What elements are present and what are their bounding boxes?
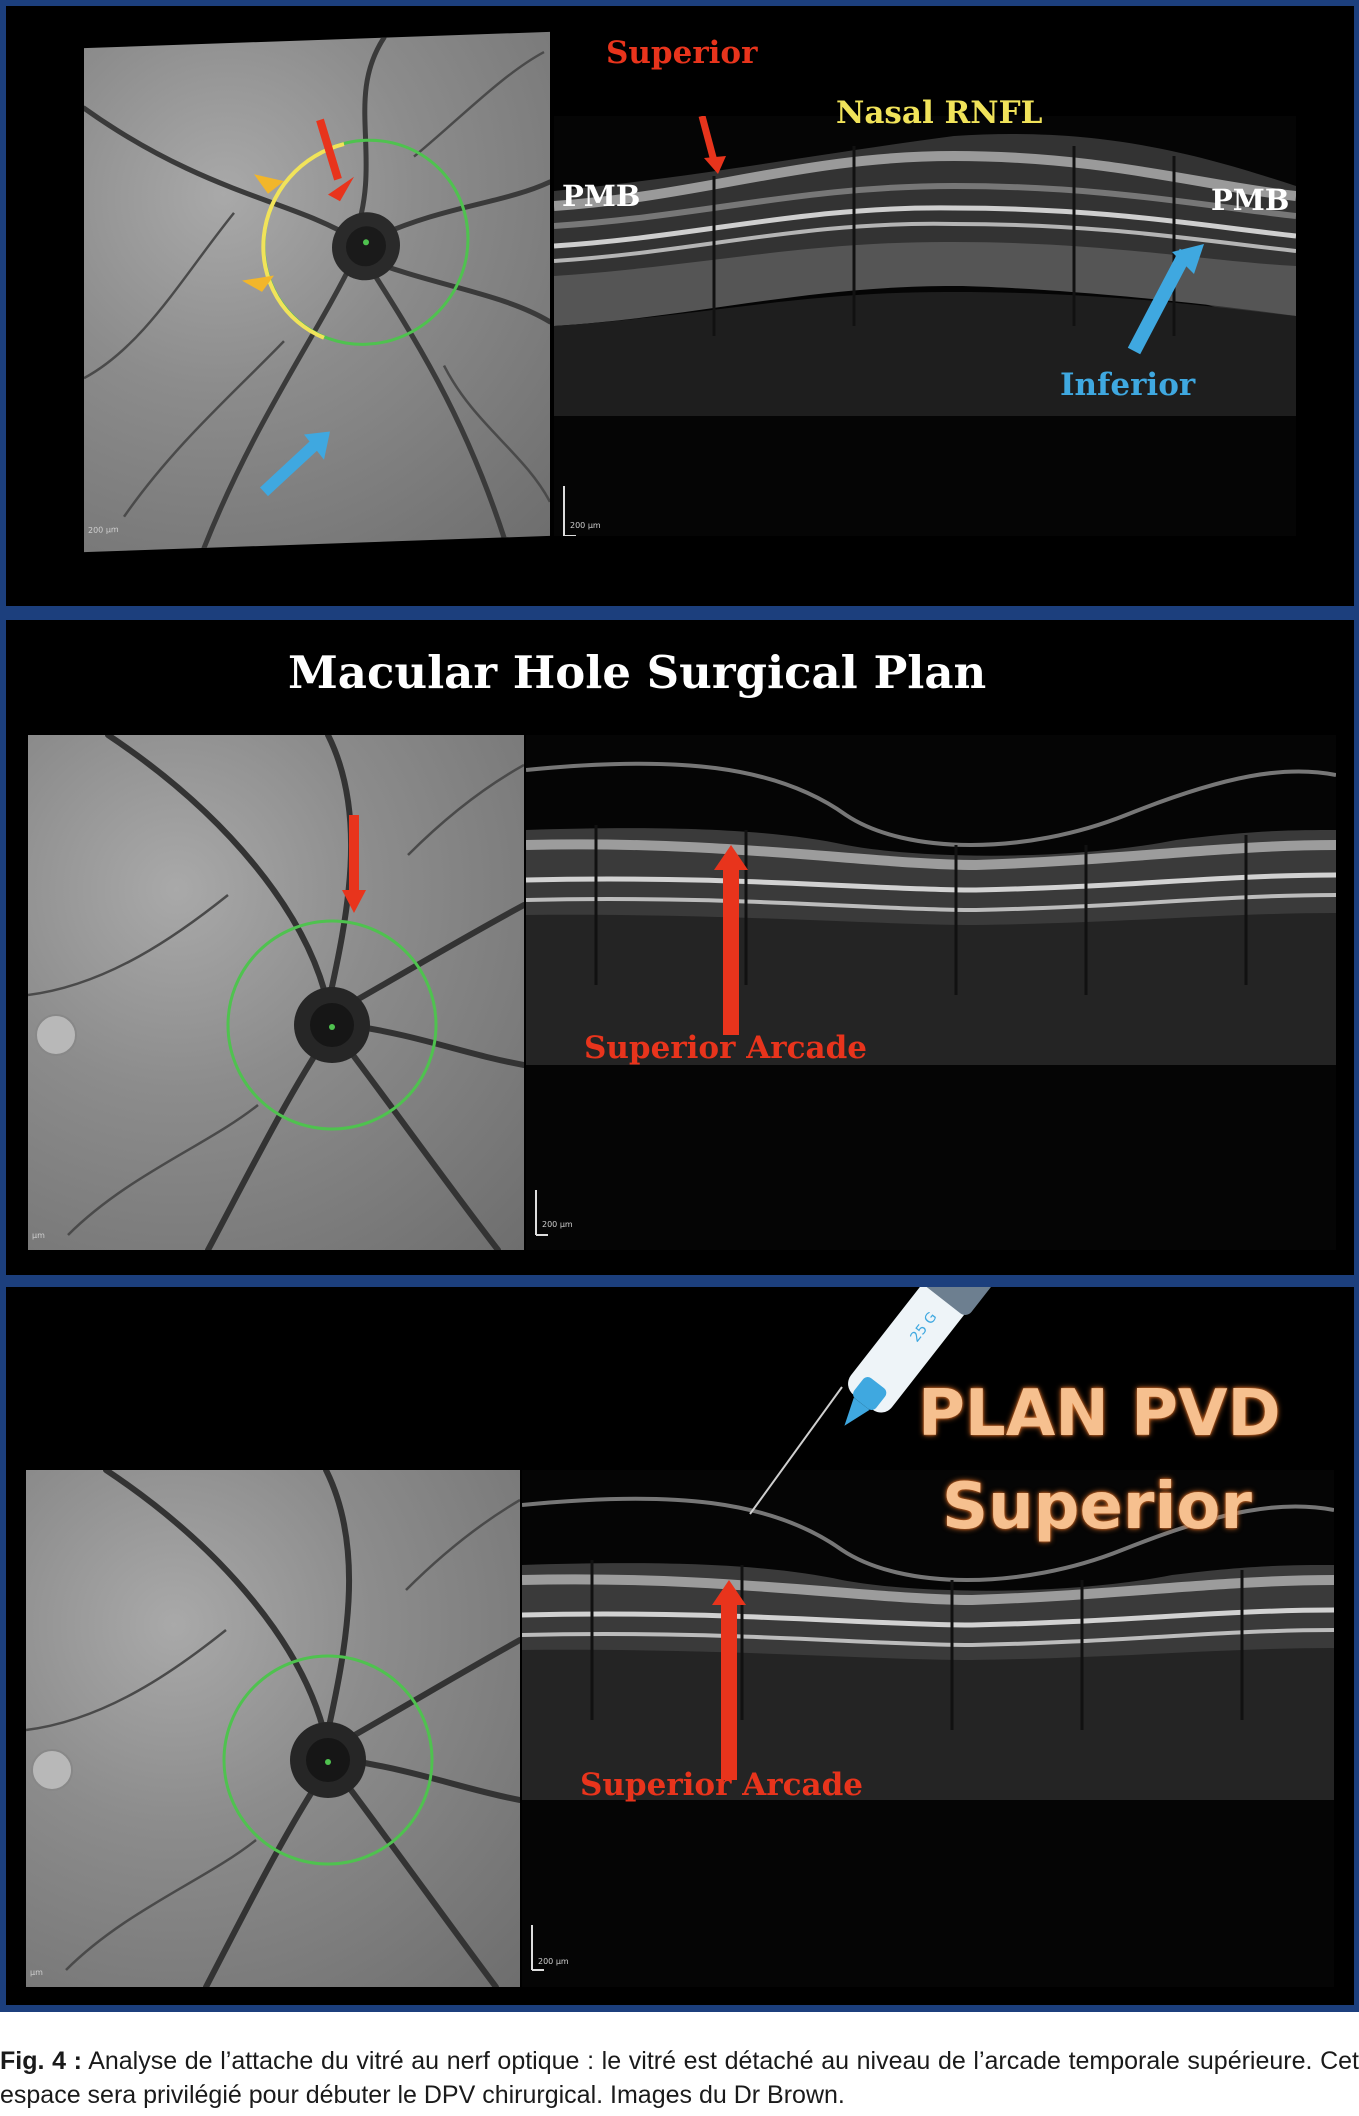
scale-bar-fundus: µm [30, 1968, 43, 1977]
red-arrow-icon [316, 118, 342, 181]
fundus-vessels [28, 735, 524, 1250]
figure-frame: 200 µm [0, 0, 1359, 2012]
scale-bar-oct: 200 µm [542, 1220, 573, 1229]
panel-title: Macular Hole Surgical Plan [288, 646, 987, 699]
plan-pvd-title: PLAN PVD [918, 1377, 1281, 1451]
scale-bar-fundus: 200 µm [88, 524, 119, 535]
oct-scan-1: 200 µm [554, 116, 1296, 536]
fundus-image-1: 200 µm [84, 31, 550, 553]
oct-scan-2: 200 µm [526, 735, 1336, 1250]
yellow-arrow-icon [254, 174, 284, 194]
fundus-image-2: µm [28, 735, 524, 1250]
plan-pvd-subtitle: Superior [942, 1470, 1252, 1544]
label-pmb-left: PMB [562, 179, 641, 213]
figure-label: Fig. 4 : [0, 2047, 82, 2075]
blue-arrow-icon [1127, 248, 1193, 355]
label-inferior: Inferior [1060, 367, 1196, 403]
oct-scan-3: 200 µm [522, 1470, 1334, 1987]
figure-caption: Fig. 4 : Analyse de l’attache du vitré a… [0, 2044, 1359, 2112]
fundus-image-3: µm [26, 1470, 520, 1987]
fundus-vessels [26, 1470, 520, 1987]
fundus-vessels [84, 35, 550, 551]
label-superior: Superior [606, 35, 758, 71]
scale-bar-oct: 200 µm [570, 521, 601, 530]
label-pmb-right: PMB [1211, 183, 1290, 217]
scale-bar-fundus: µm [32, 1231, 45, 1240]
oct-layers [554, 116, 1296, 536]
label-nasal-rnfl: Nasal RNFL [836, 95, 1043, 131]
panel-nasal-rnfl: 200 µm [6, 6, 1354, 606]
panel-macular-hole-surgical-plan: Macular Hole Surgical Plan [6, 620, 1354, 1275]
label-superior-arcade: Superior Arcade [584, 1030, 867, 1066]
panel-plan-pvd-superior: µm 200 [6, 1287, 1354, 2005]
blue-arrow-icon [260, 435, 324, 497]
label-superior-arcade: Superior Arcade [580, 1767, 863, 1803]
oct-layers [522, 1496, 1334, 1971]
oct-layers [526, 761, 1336, 1236]
syringe-icon: 25 G [749, 1287, 1007, 1515]
figure-caption-text: Analyse de l’attache du vitré au nerf op… [0, 2047, 1359, 2109]
scale-bar-oct: 200 µm [538, 1957, 569, 1966]
